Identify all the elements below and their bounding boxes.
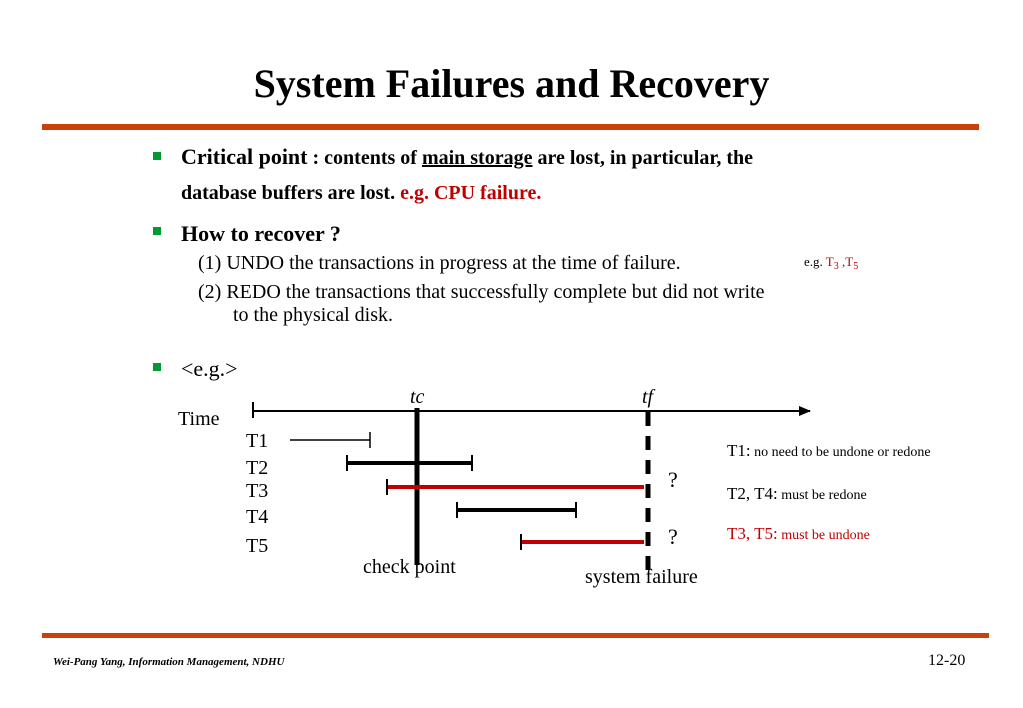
bottom-divider [42,633,989,638]
critical-point-text1: contents of [319,147,422,169]
t5-letter: T [845,254,854,269]
system-failure-label: system failure [585,566,698,588]
transaction-label-t3: T3 [246,480,269,502]
note-t3-t5: T3, T5: must be undone [727,524,870,544]
note-t3-t5-label: T3, T5: [727,524,778,543]
note-t2-t4-label: T2, T4: [727,484,778,503]
how-to-recover-heading: How to recover ? [181,221,341,246]
transaction-label-t4: T4 [246,506,269,528]
checkpoint-label: check point [363,556,456,578]
footer-page-number: 12-20 [928,652,966,669]
critical-point-sep: : [307,147,320,169]
top-divider [42,124,979,130]
note-t1: T1: no need to be undone or redone [727,441,931,461]
tc-label: tc [410,386,425,408]
t3-sub: 3 [833,261,839,272]
note-t1-text: no need to be undone or redone [750,445,931,460]
footer-author: Wei-Pang Yang, Information Management, N… [53,656,285,668]
bullet-marker [153,363,161,371]
note-t3-t5-text: must be undone [777,528,870,543]
bullet-marker [153,227,161,235]
bullet-critical-point: Critical point : contents of main storag… [181,144,753,170]
undo-example-t3: T3 ,T5 [825,254,859,272]
t3-letter: T [825,254,834,269]
transaction-label-t1: T1 [246,430,269,452]
undo-example: e.g. T3 ,T5 [804,254,858,272]
critical-point-term: Critical point [181,144,308,169]
critical-point-line2-text: database buffers are lost. [181,182,401,204]
t3-question-mark: ? [668,467,678,492]
transaction-label-t5: T5 [246,535,269,557]
critical-point-line2: database buffers are lost. e.g. CPU fail… [181,182,541,205]
bullet-marker [153,152,161,160]
critical-point-text2: are lost, in particular, the [532,147,754,169]
time-axis-label: Time [178,408,220,430]
redo-step-line2: to the physical disk. [233,304,393,326]
undo-step: (1) UNDO the transactions in progress at… [198,252,681,274]
critical-point-example: e.g. CPU failure. [400,182,542,204]
transaction-label-t2: T2 [246,457,269,479]
t5-sub: 5 [853,261,859,272]
example-bullet: <e.g.> [181,356,238,381]
note-t1-label: T1: [727,441,751,460]
note-t2-t4: T2, T4: must be redone [727,484,867,504]
tf-label: tf [642,386,654,408]
page-title: System Failures and Recovery [253,61,770,106]
main-storage-term: main storage [421,147,533,169]
redo-step-line1: (2) REDO the transactions that successfu… [198,281,765,303]
note-t2-t4-text: must be redone [777,488,867,503]
undo-example-prefix: e.g. [804,254,826,269]
t5-question-mark: ? [668,524,678,549]
eg-sep: , [838,254,846,269]
